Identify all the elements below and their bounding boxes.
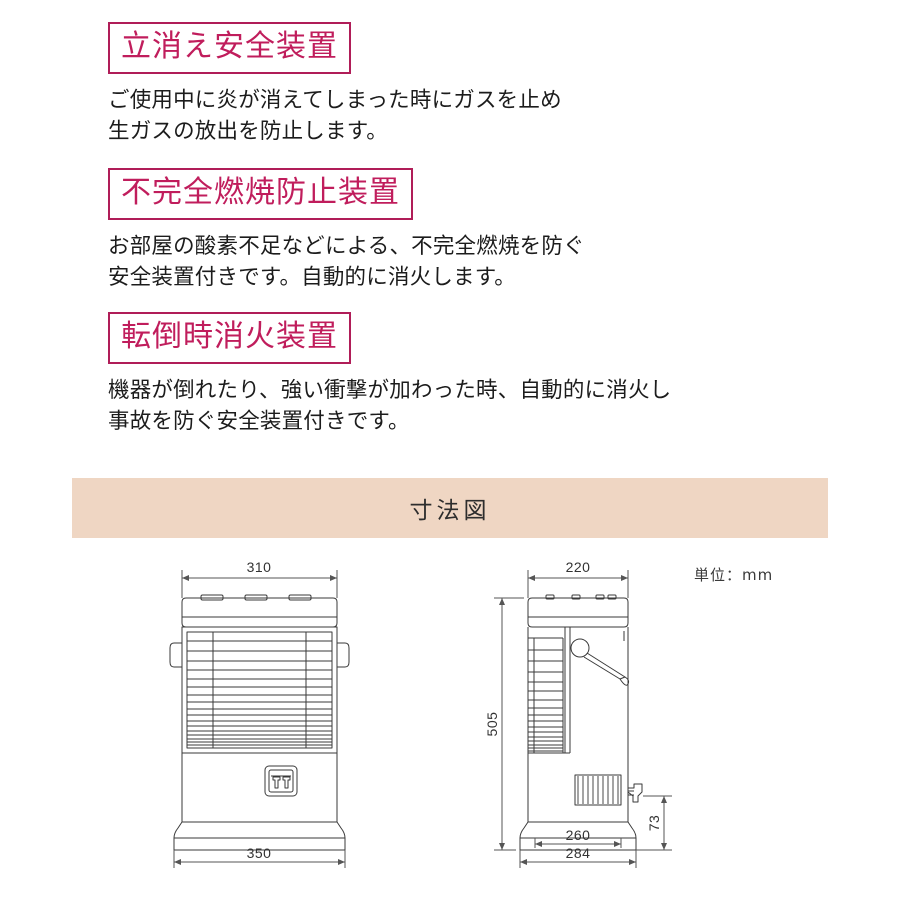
feature-body-flame-failure: ご使用中に炎が消えてしまった時にガスを止め 生ガスの放出を防止します。 bbox=[108, 85, 562, 147]
feature-title-tip-over-shutoff: 転倒時消火装置 bbox=[108, 312, 351, 364]
feature-title-incomplete-combustion: 不完全燃焼防止装置 bbox=[108, 168, 413, 220]
feature-line: 安全装置付きです。自動的に消火します。 bbox=[108, 265, 517, 291]
dim-side-height: 505 bbox=[484, 712, 500, 737]
feature-line: ご使用中に炎が消えてしまった時にガスを止め bbox=[108, 88, 562, 113]
front-view bbox=[169, 570, 350, 868]
feature-block-flame-failure: 立消え安全装置 ご使用中に炎が消えてしまった時にガスを止め 生ガスの放出を防止し… bbox=[108, 22, 562, 147]
dim-front-base-width: 350 bbox=[247, 845, 272, 861]
feature-block-incomplete-combustion: 不完全燃焼防止装置 お部屋の酸素不足などによる、不完全燃焼を防ぐ 安全装置付きで… bbox=[108, 168, 585, 293]
feature-title-flame-failure: 立消え安全装置 bbox=[108, 22, 351, 74]
feature-line: 事故を防ぐ安全装置付きです。 bbox=[108, 409, 410, 435]
dimension-drawing-svg: 310 350 220 505 73 260 284 bbox=[169, 559, 672, 868]
unit-label: 単位：mm bbox=[694, 566, 774, 584]
technical-drawing: 310 350 220 505 73 260 284 bbox=[0, 548, 900, 888]
feature-line: お部屋の酸素不足などによる、不完全燃焼を防ぐ bbox=[108, 234, 585, 259]
feature-line: 生ガスの放出を防止します。 bbox=[108, 119, 388, 145]
dim-side-base-depth: 260 bbox=[566, 827, 591, 843]
feature-block-tip-over-shutoff: 転倒時消火装置 機器が倒れたり、強い衝撃が加わった時、自動的に消火し 事故を防ぐ… bbox=[108, 312, 671, 437]
dim-front-top-width: 310 bbox=[247, 559, 272, 575]
side-view bbox=[494, 570, 672, 868]
dim-side-nozzle-height: 73 bbox=[646, 815, 662, 832]
feature-line: 機器が倒れたり、強い衝撃が加わった時、自動的に消火し bbox=[108, 378, 672, 403]
dim-side-top-depth: 220 bbox=[566, 559, 591, 575]
dimensions-banner-title: 寸法図 bbox=[409, 498, 491, 524]
feature-body-tip-over-shutoff: 機器が倒れたり、強い衝撃が加わった時、自動的に消火し 事故を防ぐ安全装置付きです… bbox=[108, 375, 671, 437]
feature-body-incomplete-combustion: お部屋の酸素不足などによる、不完全燃焼を防ぐ 安全装置付きです。自動的に消火しま… bbox=[108, 231, 585, 293]
dimensions-banner: 寸法図 bbox=[72, 478, 828, 538]
dim-side-overall-depth: 284 bbox=[566, 845, 591, 861]
